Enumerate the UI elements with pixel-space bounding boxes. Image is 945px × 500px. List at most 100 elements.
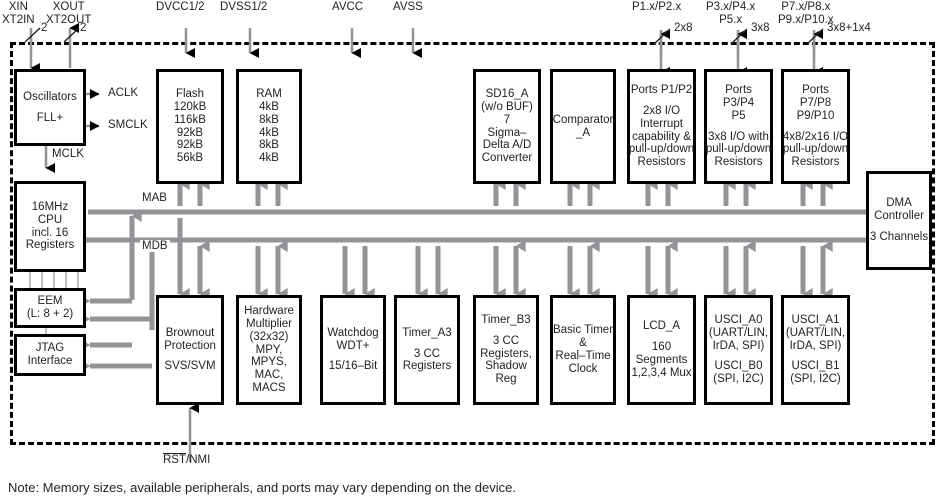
ports-p1p2-line-0: Ports P1/P2	[630, 83, 693, 96]
oscillators-line-0: Oscillators	[23, 90, 77, 103]
ram-line-5: 4kB	[259, 152, 279, 165]
usci1-line-0: USCI_A1	[791, 313, 840, 326]
block-hardware-multiplier[interactable]: Hardware Multiplier (32x32) MPY, MPYS, M…	[236, 295, 302, 405]
ports-p1p2-line-5: pull-up/down	[628, 143, 695, 156]
ram-line-1: 4kB	[259, 100, 279, 113]
block-ports-p3-p5[interactable]: Ports P3/P4 P5 3x8 I/O with pull-up/down…	[704, 69, 773, 184]
pin-xout-line1: XOUT	[52, 1, 85, 13]
brownout-line-0: Brownout	[165, 326, 215, 339]
block-ram[interactable]: RAM 4kB 8kB 4kB 8kB 4kB	[236, 69, 302, 184]
sd16a-line-2: 7	[503, 113, 511, 126]
block-comparator-a[interactable]: Comparator _A	[550, 69, 616, 184]
block-eem[interactable]: EEM (L: 8 + 2)	[14, 288, 86, 328]
cpu-line-3: Registers	[25, 239, 75, 252]
block-sd16a[interactable]: SD16_A (w/o BUF) 7 Sigma– Delta A/D Conv…	[473, 69, 541, 184]
block-brownout-protection[interactable]: Brownout Protection SVS/SVM	[156, 295, 224, 405]
ports-p1p2-line-6: Resistors	[637, 156, 686, 169]
ports-p3p5-line-1: P3/P4	[722, 96, 755, 109]
block-dma-controller[interactable]: DMA Controller 3 Channels	[866, 171, 932, 270]
pin-width-port-p1-p2: 2x8	[674, 22, 693, 34]
eem-line-1: (L: 8 + 2)	[26, 308, 74, 320]
basictimer-line-0: Basic Timer	[552, 324, 614, 337]
pin-xin-line1: XIN	[8, 1, 28, 13]
block-cpu[interactable]: 16MHz CPU incl. 16 Registers	[14, 181, 86, 272]
rst-overline-text: RST	[163, 453, 186, 466]
usci0-line-2: IrDA, SPI)	[712, 339, 765, 352]
usci1-line-5: (SPI, I2C)	[790, 373, 841, 386]
pin-xout-line2: XT2OUT	[46, 13, 92, 26]
diagram-note: Note: Memory sizes, available peripheral…	[8, 480, 516, 495]
hwmult-line-1: Multiplier	[245, 317, 292, 330]
pin-p3-line2: P5.x	[719, 13, 743, 26]
brownout-line-1: Protection	[164, 339, 216, 352]
block-flash[interactable]: Flash 120kB 116kB 92kB 92kB 56kB	[156, 69, 224, 184]
usci1-line-2: IrDA, SPI)	[789, 339, 842, 352]
cpu-line-2: incl. 16	[31, 226, 69, 239]
block-timer-b3[interactable]: Timer_B3 3 CC Registers, Shadow Reg	[473, 295, 539, 405]
chip-boundary	[10, 42, 935, 445]
hwmult-line-2: (32x32)	[249, 330, 289, 343]
timer-b3-line-3: Registers,	[480, 347, 532, 360]
brownout-line-3: SVS/SVM	[164, 360, 216, 373]
ports-p3p5-line-4: 3x8 I/O with	[708, 130, 769, 143]
block-timer-a3[interactable]: Timer_A3 3 CC Registers	[394, 295, 460, 405]
comparator-line-1: _A	[575, 126, 591, 139]
pin-label-xin: XIN XT2IN	[2, 1, 35, 27]
block-ports-p7-p10[interactable]: Ports P7/P8 P9/P10 4x8/2x16 I/O pull-up/…	[781, 69, 850, 184]
pin-xin-line2: XT2IN	[2, 13, 35, 26]
pin-label-port-p1-p2: P1.x/P2.x	[632, 1, 682, 13]
block-basic-timer-rtc[interactable]: Basic Timer & Real–Time Clock	[550, 295, 616, 405]
ram-line-0: RAM	[256, 87, 282, 100]
usci0-line-5: (SPI, I2C)	[713, 373, 764, 386]
clock-label-mclk: MCLK	[52, 148, 84, 160]
cpu-line-1: CPU	[37, 213, 63, 226]
timer-b3-line-4: Shadow	[485, 360, 527, 373]
usci0-line-4: USCI_B0	[714, 360, 763, 373]
dma-line-1: Controller	[874, 210, 924, 223]
flash-line-4: 92kB	[176, 139, 204, 152]
block-ports-p1-p2[interactable]: Ports P1/P2 2x8 I/O Interrupt capability…	[627, 69, 696, 184]
bus-label-mab: MAB	[140, 192, 169, 204]
pin-label-dvss: DVSS1/2	[220, 1, 268, 13]
basictimer-line-2: Real–Time	[555, 350, 611, 362]
block-oscillators[interactable]: Oscillators FLL+	[14, 69, 86, 146]
ports-p7p10-line-5: pull-up/down	[782, 143, 849, 156]
sd16a-line-5: Converter	[481, 152, 533, 165]
flash-line-0: Flash	[175, 87, 205, 100]
flash-line-1: 120kB	[173, 100, 207, 113]
clock-label-smclk: SMCLK	[108, 119, 148, 131]
sd16a-line-0: SD16_A	[485, 87, 529, 100]
pin-label-rst-nmi: RST/NMI	[163, 453, 210, 467]
block-jtag-interface[interactable]: JTAG Interface	[14, 334, 86, 376]
lcd-a-line-2: 160	[651, 341, 672, 354]
block-usci-1[interactable]: USCI_A1 (UART/LIN, IrDA, SPI) USCI_B1 (S…	[781, 295, 850, 405]
usci1-line-4: USCI_B1	[791, 360, 840, 373]
watchdog-line-0: Watchdog	[327, 326, 379, 339]
ram-line-4: 8kB	[259, 139, 279, 152]
block-watchdog[interactable]: Watchdog WDT+ 15/16–Bit	[320, 295, 386, 405]
lcd-a-line-0: LCD_A	[642, 320, 681, 333]
watchdog-line-1: WDT+	[336, 339, 370, 352]
ports-p7p10-line-2: P9/P10	[796, 109, 835, 122]
eem-line-0: EEM	[37, 295, 63, 308]
ports-p7p10-line-4: 4x8/2x16 I/O	[782, 130, 849, 143]
comparator-line-0: Comparator	[552, 113, 614, 126]
nmi-text: /NMI	[186, 454, 211, 466]
jtag-line-1: Interface	[27, 355, 73, 367]
basictimer-line-3: Clock	[568, 362, 598, 375]
basictimer-line-1: &	[579, 337, 587, 350]
usci0-line-0: USCI_A0	[714, 313, 763, 326]
block-lcd-a[interactable]: LCD_A 160 Segments 1,2,3,4 Mux	[627, 295, 696, 405]
sd16a-line-3: Sigma–	[487, 126, 527, 139]
lcd-a-line-3: Segments	[635, 354, 688, 366]
ports-p3p5-line-2: P5	[731, 109, 746, 122]
sd16a-line-4: Delta A/D	[482, 139, 532, 152]
timer-b3-line-2: 3 CC	[492, 334, 520, 347]
timer-a3-line-3: Registers	[402, 360, 452, 373]
pin-width-port-p7-p10: 3x8+1x4	[827, 22, 871, 34]
pin-label-avss: AVSS	[393, 1, 423, 13]
pin-p7-line1: P7.x/P8.x	[781, 1, 831, 13]
flash-line-5: 56kB	[176, 152, 204, 165]
block-usci-0[interactable]: USCI_A0 (UART/LIN, IrDA, SPI) USCI_B0 (S…	[704, 295, 773, 405]
